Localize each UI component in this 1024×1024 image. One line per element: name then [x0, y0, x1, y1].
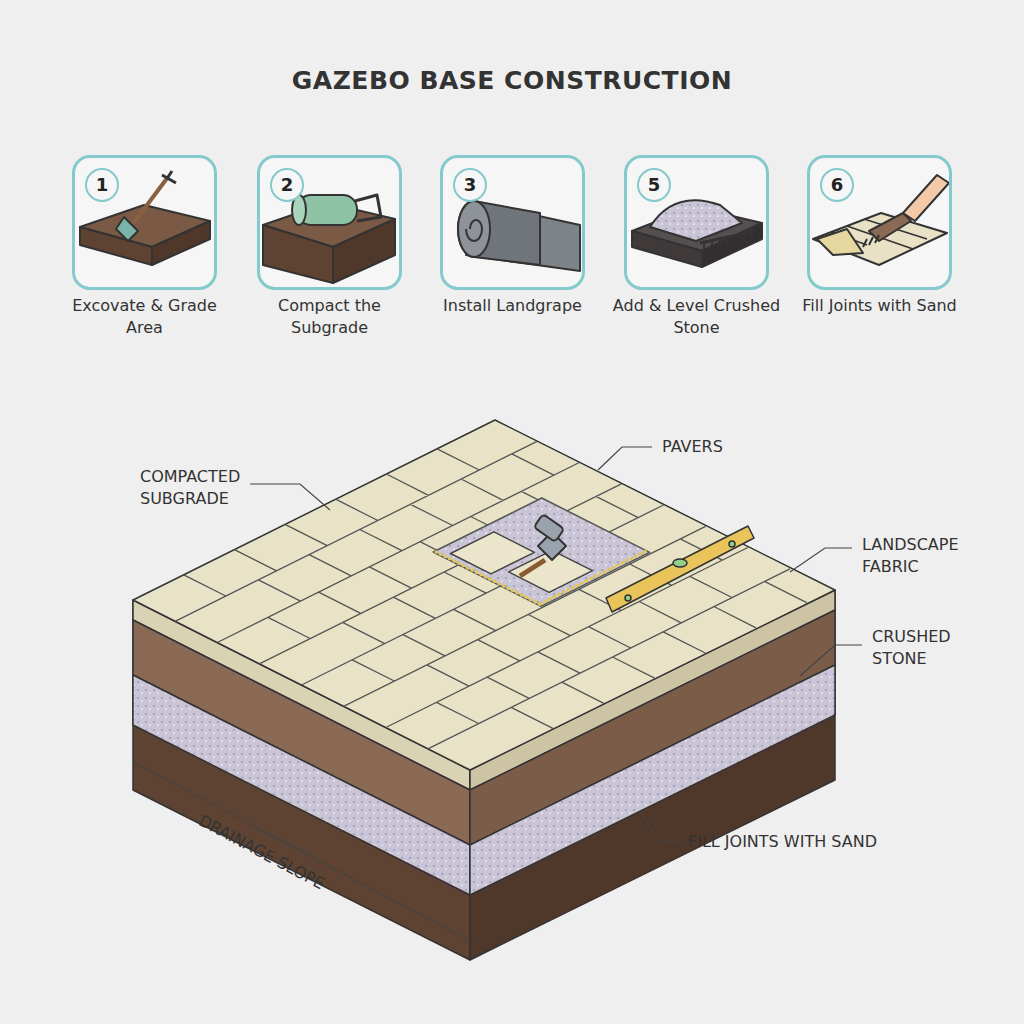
callout-label: PAVERS: [662, 436, 723, 458]
step-caption: Fill Joints with Sand: [790, 295, 969, 317]
step-caption: Add & Level Crushed Stone: [607, 295, 786, 339]
step-number: 2: [270, 168, 304, 202]
callout-label: LANDSCAPE FABRIC: [862, 534, 982, 578]
step-number: 6: [820, 168, 854, 202]
step-box: 5Add & Level Crushed Stone: [624, 155, 769, 290]
leader-lines: [133, 447, 862, 940]
step-caption: Excovate & Grade Area: [55, 295, 234, 339]
step-box: 1Excovate & Grade Area: [72, 155, 217, 290]
step-number: 3: [453, 168, 487, 202]
step-box: 6Fill Joints with Sand: [807, 155, 952, 290]
callout-label: FILL JOINTS WITH SAND: [688, 831, 877, 853]
step-caption: Install Landgrape: [423, 295, 602, 317]
step-number: 1: [85, 168, 119, 202]
callout-label: COMPACTED SUBGRADE: [140, 466, 260, 510]
callout-label: CRUSHED STONE: [872, 626, 982, 670]
step-box: 2Compact the Subgrade: [257, 155, 402, 290]
step-caption: Compact the Subgrade: [240, 295, 419, 339]
diagram-title: GAZEBO BASE CONSTRUCTION: [0, 66, 1024, 95]
step-number: 5: [637, 168, 671, 202]
step-icons: [72, 155, 952, 290]
step-box: 3Install Landgrape: [440, 155, 585, 290]
paver-slab: [133, 420, 835, 960]
